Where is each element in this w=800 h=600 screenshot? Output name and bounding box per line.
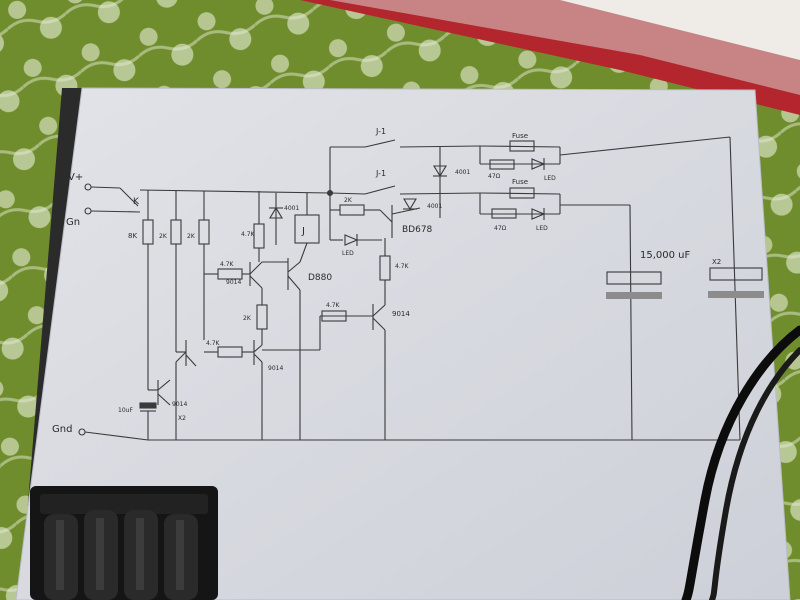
label-diode-c: 4001 (427, 203, 442, 210)
red-folder (300, 0, 800, 115)
label-res-8k: 8K (128, 232, 137, 240)
label-j1-mid: J-1 (375, 169, 386, 178)
label-res-2k-a: 2K (159, 233, 168, 240)
label-cap-x2: X2 (712, 258, 721, 266)
label-res-47k-e: 4.7K (395, 263, 410, 270)
power-cable (681, 325, 800, 600)
label-res-47k-a: 4.7K (241, 231, 256, 238)
label-q-9014-d: 9014 (172, 401, 187, 408)
label-q-9014-a: 9014 (226, 279, 241, 286)
label-led-a: LED (342, 250, 354, 257)
schematic-labels: V+ Gn Gnd K J-1 J-1 Fuse Fuse 8K 2K 2K 4… (52, 127, 721, 435)
label-led-c: LED (536, 225, 548, 232)
label-q-9014-x2: X2 (178, 415, 186, 422)
paper-sheet (15, 87, 791, 600)
label-res-2k-c: 2K (243, 315, 252, 322)
label-fuse-mid: Fuse (512, 178, 528, 186)
label-res-47k-c: 4.7K (206, 340, 221, 347)
label-res-2k-d: 2K (344, 197, 353, 204)
label-j1-top: J-1 (375, 127, 386, 136)
label-res-2k-b: 2K (187, 233, 196, 240)
label-q-bd678: BD678 (402, 225, 433, 235)
label-res-47k-g: 47Ω (494, 225, 507, 232)
label-diode-a: 4001 (284, 205, 299, 212)
label-q-9014-c: 9014 (392, 310, 410, 318)
label-q-d880: D880 (308, 273, 332, 283)
label-cap-small: 10uF (118, 407, 133, 414)
battery-holder (30, 486, 218, 600)
label-q-9014-b: 9014 (268, 365, 283, 372)
label-relay: J (301, 226, 305, 237)
label-fuse-top: Fuse (512, 132, 528, 140)
label-vin-pos: V+ (68, 172, 83, 183)
label-res-47k-d: 4.7K (326, 302, 341, 309)
label-led-b: LED (544, 175, 556, 182)
schematic (78, 136, 764, 441)
label-gnd: Gnd (52, 424, 72, 435)
label-diode-b: 4001 (455, 169, 470, 176)
label-switch-k: K (133, 197, 140, 207)
label-vin-neg: Gn (66, 217, 80, 228)
label-cap-big: 15,000 uF (640, 250, 691, 261)
label-res-47k-f: 47Ω (488, 173, 501, 180)
label-res-47k-b: 4.7K (220, 261, 235, 268)
